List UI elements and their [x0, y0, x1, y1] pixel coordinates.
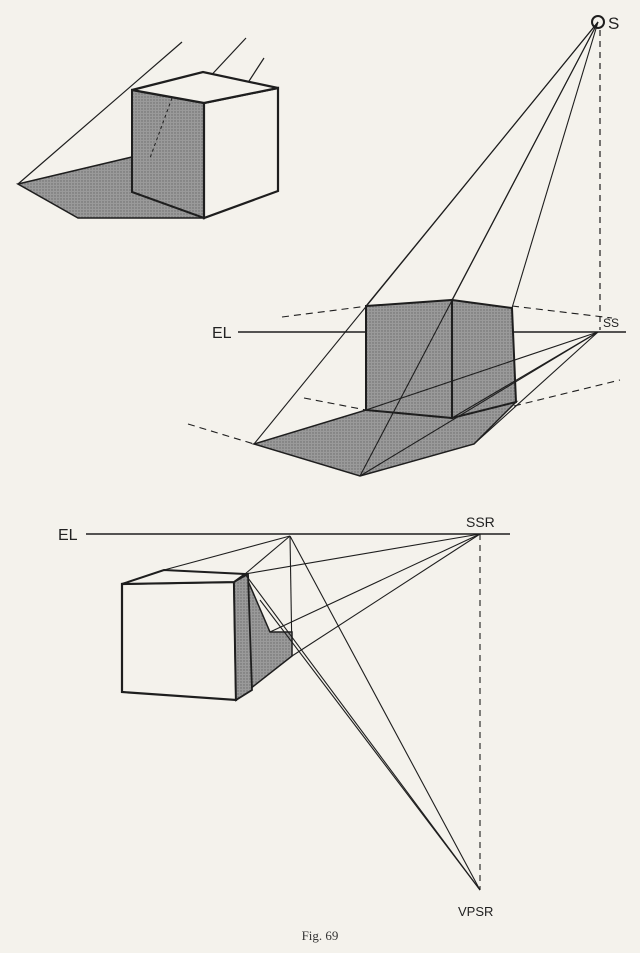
ss-ray-4	[451, 331, 599, 419]
cube-top-face	[131, 70, 279, 105]
bottom-cube-side-face	[233, 572, 253, 702]
cube-shaded-face-right	[451, 298, 518, 420]
cube-lit-face	[202, 86, 280, 220]
vpsr-ray-1	[244, 573, 481, 891]
sun-ray-3	[365, 21, 599, 307]
label-eye-level-top: EL	[212, 325, 232, 342]
cube-top-right	[187, 15, 626, 477]
sun-point-icon	[591, 15, 605, 29]
label-shadow-point: SS	[603, 316, 619, 330]
figure-caption: Fig. 69	[302, 928, 339, 943]
bottom-guide-1	[163, 535, 291, 571]
bottom-cube-front-face	[120, 580, 238, 702]
label-eye-level-bottom: EL	[58, 527, 78, 544]
cube-top-left	[15, 37, 280, 220]
sun-ray-5	[511, 21, 599, 309]
ss-ray-3	[365, 331, 599, 411]
bottom-guide-2	[244, 535, 291, 575]
guide-dashed-4	[513, 379, 621, 407]
light-ray-1	[17, 41, 183, 185]
ssr-ray-3	[291, 533, 481, 657]
guide-dashed-3	[187, 423, 255, 445]
vpsr-ray-3	[289, 535, 481, 891]
guide-dashed-5	[303, 397, 367, 411]
ssr-ray-2	[269, 533, 481, 633]
sun-ray-4	[451, 21, 599, 301]
label-sun-shadow-right: SSR	[466, 514, 495, 530]
bottom-cube-top-face	[121, 568, 248, 585]
guide-dashed-1	[281, 305, 369, 318]
cube-bottom	[86, 533, 510, 891]
guide-dashed-2	[511, 305, 613, 319]
ss-ray-2	[473, 331, 599, 445]
vpsr-ray-2	[259, 599, 481, 891]
label-vanishing-point: VPSR	[458, 904, 493, 919]
cube-shaded-face-left	[365, 298, 453, 420]
label-sun: S	[608, 14, 619, 33]
hidden-edge	[149, 97, 173, 159]
cube-cast-shadow-right	[251, 400, 519, 477]
ssr-ray-1	[244, 533, 481, 575]
